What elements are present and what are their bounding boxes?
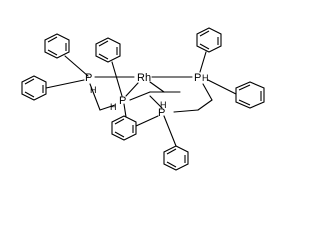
phenyl-ring-left bbox=[21, 75, 47, 101]
phenyl-ring-top-middle bbox=[95, 37, 121, 63]
hydrogen-left-label: H bbox=[90, 85, 97, 95]
phosphorus-right-label: P bbox=[194, 72, 201, 84]
phenyl-ring-bottom-right bbox=[163, 145, 189, 171]
hydrogen-middle-label: H bbox=[110, 102, 117, 112]
phenyl-ring-top-right bbox=[196, 27, 222, 53]
phenyl-ring-bottom-left bbox=[111, 115, 137, 141]
rhodium-phosphine-complex: Rh P H P H P H P H bbox=[21, 27, 265, 171]
skeleton-bonds bbox=[45, 51, 237, 147]
hydrogen-bottom-label: H bbox=[160, 100, 167, 110]
structure-canvas: Rh P H P H P H P H bbox=[21, 27, 265, 171]
phosphorus-middle-label: P bbox=[119, 95, 126, 107]
phosphorus-bottom-label: P bbox=[158, 107, 165, 119]
rhodium-atom-label: Rh bbox=[137, 72, 151, 84]
phenyl-ring-right bbox=[235, 81, 265, 109]
phenyl-ring-top-left bbox=[44, 33, 70, 59]
hydrogen-right-label: H bbox=[202, 73, 209, 83]
phosphorus-left-label: P bbox=[85, 72, 92, 84]
